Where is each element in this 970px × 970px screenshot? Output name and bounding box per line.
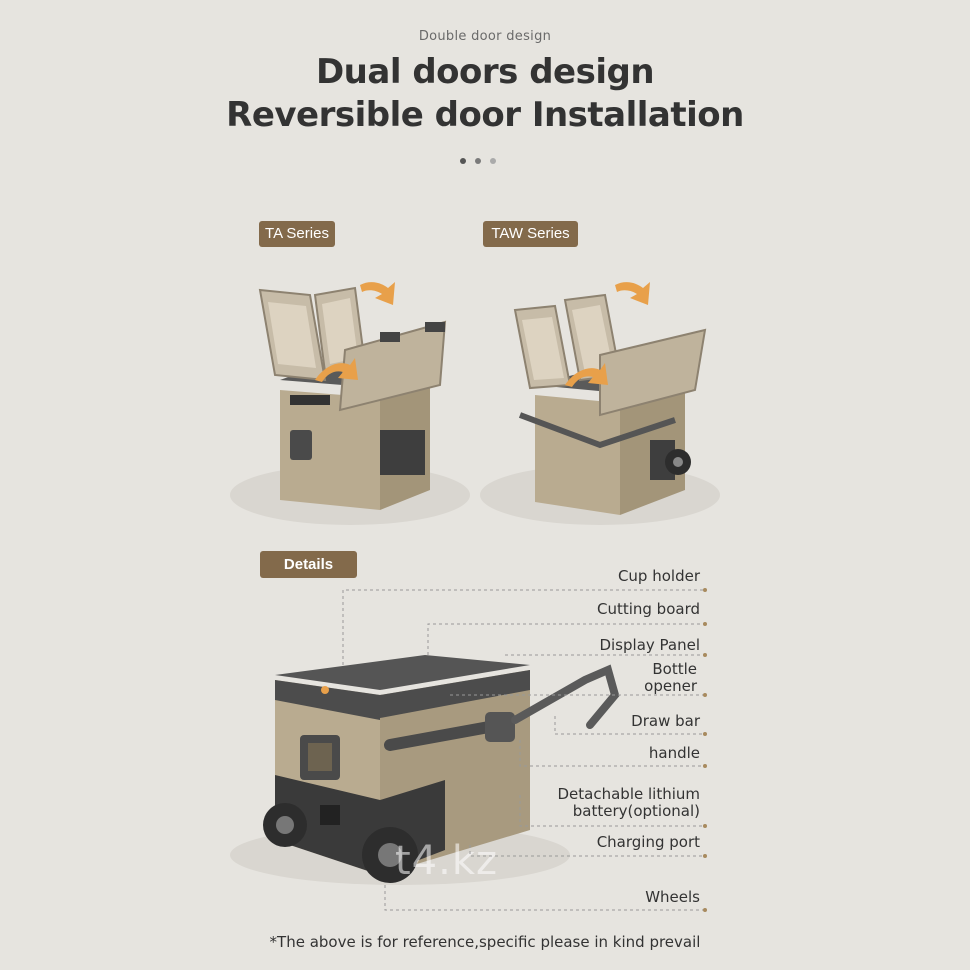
pagination-dot [490, 158, 496, 164]
pagination-dot [460, 158, 466, 164]
watermark: t4.kz [395, 838, 499, 884]
open-arrow-icon [360, 282, 395, 305]
label-lithium-battery: Detachable lithium battery(optional) [557, 785, 701, 820]
taw-series-tag: TAW Series [483, 221, 578, 247]
ta-series-fridge-image [230, 282, 470, 525]
open-arrow-icon [315, 358, 358, 382]
label-wheels: Wheels [645, 888, 700, 906]
ta-series-tag: TA Series [259, 221, 335, 247]
open-arrow-icon [565, 363, 608, 387]
label-bottle-opener: Bottle opener [644, 660, 697, 695]
pagination-dots [460, 158, 510, 168]
pagination-dot [475, 158, 481, 164]
label-cutting-board: Cutting board [596, 600, 700, 618]
label-draw-bar: Draw bar [631, 712, 700, 730]
open-arrow-icon [615, 282, 650, 305]
label-handle: handle [648, 744, 700, 762]
label-charging-port: Charging port [596, 833, 700, 851]
details-fridge-image [230, 655, 620, 885]
details-tag: Details [260, 551, 357, 578]
taw-series-fridge-image [480, 282, 720, 525]
footnote: *The above is for reference,specific ple… [269, 933, 701, 951]
page-title-line2: Reversible door Installation [226, 95, 744, 135]
eyebrow-text: Double door design [418, 29, 552, 44]
label-display-panel: Display Panel [599, 636, 700, 654]
page-title-line1: Dual doors design [315, 52, 655, 92]
label-cup-holder: Cup holder [617, 567, 700, 585]
